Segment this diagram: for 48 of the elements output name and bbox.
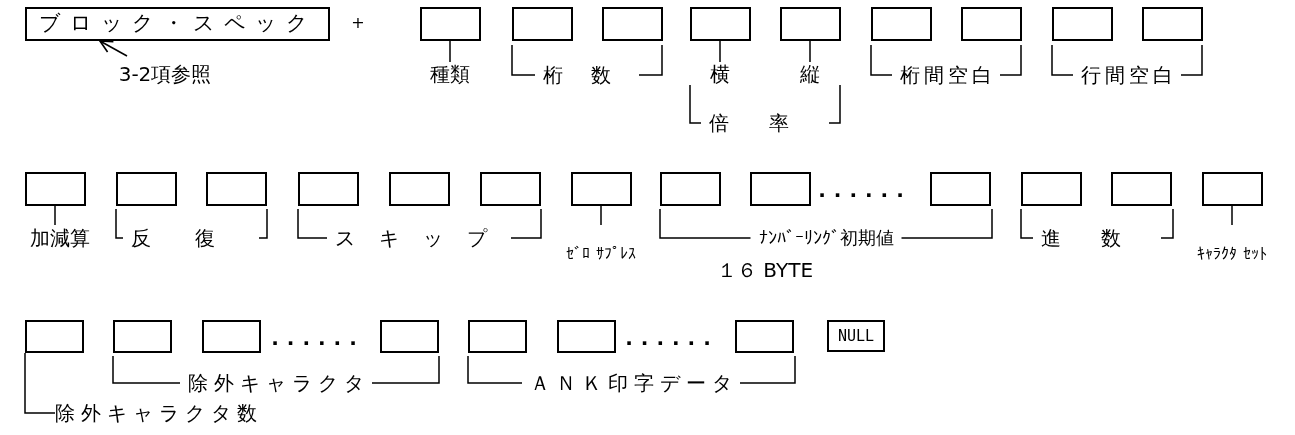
field-box (602, 7, 663, 41)
leader-line (54, 205, 56, 226)
field-box (750, 172, 811, 206)
bracket-label: ﾅﾝﾊﾞｰﾘﾝｸﾞ初期値 (750, 226, 902, 250)
field-box (480, 172, 541, 206)
field-box (113, 320, 172, 353)
field-box (660, 172, 721, 206)
leader-line (449, 40, 451, 63)
field-box (389, 172, 450, 206)
field-box (206, 172, 267, 206)
field-box (557, 320, 616, 353)
field-box (961, 7, 1022, 41)
field-box (571, 172, 632, 206)
field-label: 加減算 (30, 226, 90, 250)
leader-line (809, 40, 811, 63)
field-label: 縦 (800, 62, 820, 86)
field-box (512, 7, 573, 41)
terminator-box: NULL (827, 320, 885, 352)
field-label: 3-2項参照 (118, 62, 212, 86)
field-box (1052, 7, 1113, 41)
field-box (25, 320, 84, 353)
field-label: ｾﾞﾛ ｻﾌﾟﾚｽ (565, 243, 637, 266)
field-box (116, 172, 177, 206)
field-box (25, 172, 86, 206)
block-spec-box: ブロック・スペック (25, 7, 330, 41)
field-box (1202, 172, 1263, 206)
field-box (871, 7, 932, 41)
field-box (930, 172, 991, 206)
field-box (735, 320, 794, 353)
leader-line (719, 40, 721, 63)
arrow (99, 40, 128, 57)
field-label: ｷｬﾗｸﾀ ｾｯﾄ (1196, 243, 1268, 266)
leader-line (600, 205, 602, 226)
field-box (1142, 7, 1203, 41)
field-box (1021, 172, 1082, 206)
field-box (202, 320, 261, 353)
field-box (298, 172, 359, 206)
field-label: 種類 (430, 62, 470, 86)
field-label: 除外キャラクタ数 (55, 401, 263, 425)
field-box (380, 320, 439, 353)
field-box (420, 7, 481, 41)
leader-line (1231, 205, 1233, 226)
field-box (1111, 172, 1172, 206)
leader-line (24, 352, 56, 414)
field-label: 横 (710, 62, 730, 86)
field-box (690, 7, 751, 41)
field-box (468, 320, 527, 353)
field-box (780, 7, 841, 41)
